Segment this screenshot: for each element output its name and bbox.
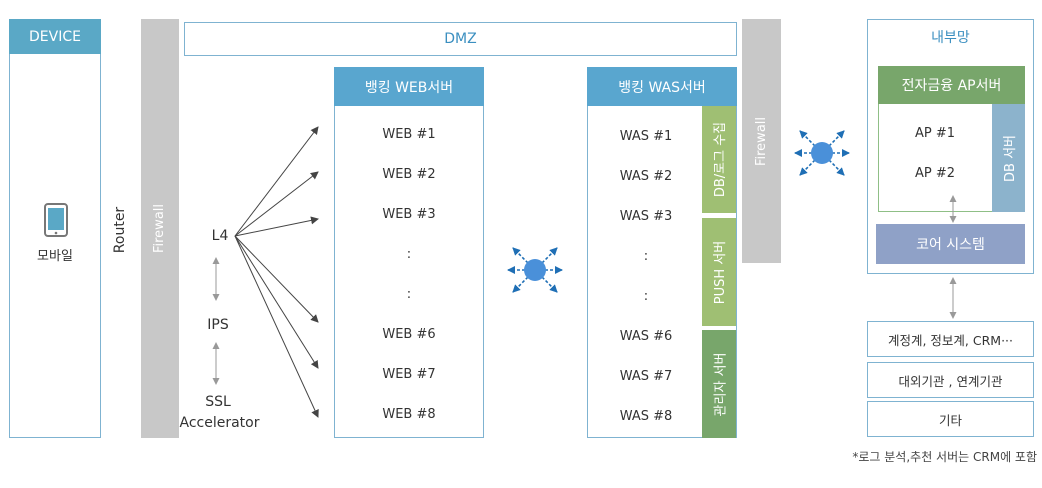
push-server-bar: PUSH 서버 — [702, 218, 736, 326]
ap-server-header: 전자금융 AP서버 — [878, 66, 1025, 104]
l4-label: L4 — [211, 228, 229, 244]
device-panel: DEVICE 모바일 — [9, 19, 101, 438]
mobile-label: 모바일 — [37, 248, 73, 264]
web-item: : — [406, 286, 412, 302]
l4-fanout-arrows — [234, 126, 319, 418]
web-server-header: 뱅킹 WEB서버 — [334, 67, 484, 106]
was-server-header: 뱅킹 WAS서버 — [587, 67, 737, 106]
internal-network-panel: 내부망 전자금융 AP서버 AP #1 AP #2 DB 서버 코어 시스템 — [867, 19, 1034, 274]
web-item: WEB #8 — [382, 406, 436, 422]
firewall-right: Firewall — [742, 19, 781, 263]
device-header: DEVICE — [9, 19, 101, 54]
accelerator-label: Accelerator — [179, 415, 260, 431]
ap-item: AP #1 — [914, 125, 956, 141]
others-box: 기타 — [867, 401, 1034, 437]
ap-item: AP #2 — [914, 165, 956, 181]
mobile-device-icon — [44, 203, 68, 237]
was-item: WAS #7 — [619, 368, 673, 384]
was-item: WAS #3 — [619, 208, 673, 224]
was-item: WAS #2 — [619, 168, 673, 184]
dmz-label: DMZ — [444, 31, 477, 47]
web-item: : — [406, 246, 412, 262]
ssl-label: SSL — [205, 394, 231, 410]
network-hub-icon — [507, 247, 563, 293]
db-server-bar: DB 서버 — [992, 104, 1025, 212]
web-item: WEB #1 — [382, 126, 436, 142]
dmz-banner: DMZ — [184, 22, 737, 56]
account-info-crm-box: 계정계, 정보계, CRM··· — [867, 321, 1034, 357]
admin-server-bar: 관리자 서버 — [702, 330, 736, 438]
web-item: WEB #2 — [382, 166, 436, 182]
was-server-panel: 뱅킹 WAS서버 WAS #1 WAS #2 WAS #3 : : WAS #6… — [587, 67, 737, 438]
firewall-left: Firewall — [141, 19, 179, 438]
was-item: : — [643, 288, 649, 304]
was-item: WAS #6 — [619, 328, 673, 344]
network-hub-icon — [794, 130, 850, 176]
ips-label: IPS — [207, 317, 229, 333]
internal-header: 내부망 — [931, 30, 970, 46]
db-log-collection-bar: DB/로그 수집 — [702, 106, 736, 213]
web-item: WEB #3 — [382, 206, 436, 222]
was-item: : — [643, 248, 649, 264]
core-system-box: 코어 시스템 — [876, 224, 1025, 264]
was-item: WAS #1 — [619, 128, 673, 144]
footnote: *로그 분석,추천 서버는 CRM에 포함 — [852, 450, 1037, 464]
external-agencies-box: 대외기관 , 연계기관 — [867, 362, 1034, 398]
web-server-panel: 뱅킹 WEB서버 WEB #1 WEB #2 WEB #3 : : WEB #6… — [334, 67, 484, 438]
web-item: WEB #6 — [382, 326, 436, 342]
web-item: WEB #7 — [382, 366, 436, 382]
ap-server-box: 전자금융 AP서버 AP #1 AP #2 DB 서버 — [878, 66, 1025, 212]
was-item: WAS #8 — [619, 408, 673, 424]
